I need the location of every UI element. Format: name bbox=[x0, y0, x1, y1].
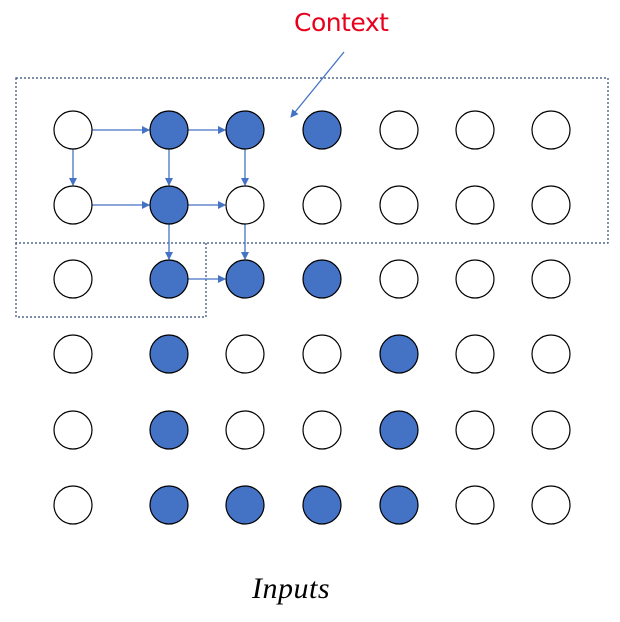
context-label: Context bbox=[294, 8, 389, 37]
input-node-filled bbox=[149, 110, 189, 150]
input-node-filled bbox=[149, 485, 189, 525]
input-node-empty bbox=[531, 410, 571, 450]
input-node-filled bbox=[225, 259, 265, 299]
input-node-empty bbox=[225, 410, 265, 450]
input-node-empty bbox=[53, 110, 93, 150]
input-node-empty bbox=[53, 485, 93, 525]
input-node-empty bbox=[531, 259, 571, 299]
input-node-filled bbox=[379, 334, 419, 374]
input-node-empty bbox=[455, 259, 495, 299]
input-node-empty bbox=[53, 259, 93, 299]
context-region-upper bbox=[15, 77, 609, 244]
inputs-label: Inputs bbox=[252, 572, 330, 605]
input-node-empty bbox=[531, 334, 571, 374]
input-node-empty bbox=[455, 334, 495, 374]
context-pointer-arrow bbox=[290, 51, 345, 118]
input-node-filled bbox=[302, 259, 342, 299]
input-node-empty bbox=[225, 185, 265, 225]
input-node-filled bbox=[149, 410, 189, 450]
input-node-filled bbox=[225, 110, 265, 150]
input-node-empty bbox=[302, 334, 342, 374]
input-node-empty bbox=[455, 485, 495, 525]
input-node-empty bbox=[379, 185, 419, 225]
input-node-empty bbox=[455, 110, 495, 150]
input-node-filled bbox=[149, 334, 189, 374]
input-node-empty bbox=[53, 410, 93, 450]
input-node-empty bbox=[53, 334, 93, 374]
input-node-empty bbox=[531, 485, 571, 525]
input-node-empty bbox=[53, 185, 93, 225]
input-node-empty bbox=[225, 334, 265, 374]
input-node-empty bbox=[455, 185, 495, 225]
input-node-empty bbox=[302, 185, 342, 225]
input-node-filled bbox=[379, 410, 419, 450]
input-node-empty bbox=[531, 185, 571, 225]
input-node-filled bbox=[379, 485, 419, 525]
input-node-empty bbox=[379, 259, 419, 299]
input-grid bbox=[53, 110, 571, 525]
input-node-empty bbox=[302, 410, 342, 450]
input-node-filled bbox=[149, 259, 189, 299]
input-node-empty bbox=[379, 110, 419, 150]
dependency-arrows bbox=[69, 126, 249, 283]
input-node-filled bbox=[149, 185, 189, 225]
input-node-filled bbox=[225, 485, 265, 525]
input-node-empty bbox=[531, 110, 571, 150]
context-region-current-row bbox=[15, 243, 207, 318]
input-node-filled bbox=[302, 110, 342, 150]
input-node-empty bbox=[455, 410, 495, 450]
input-node-filled bbox=[302, 485, 342, 525]
